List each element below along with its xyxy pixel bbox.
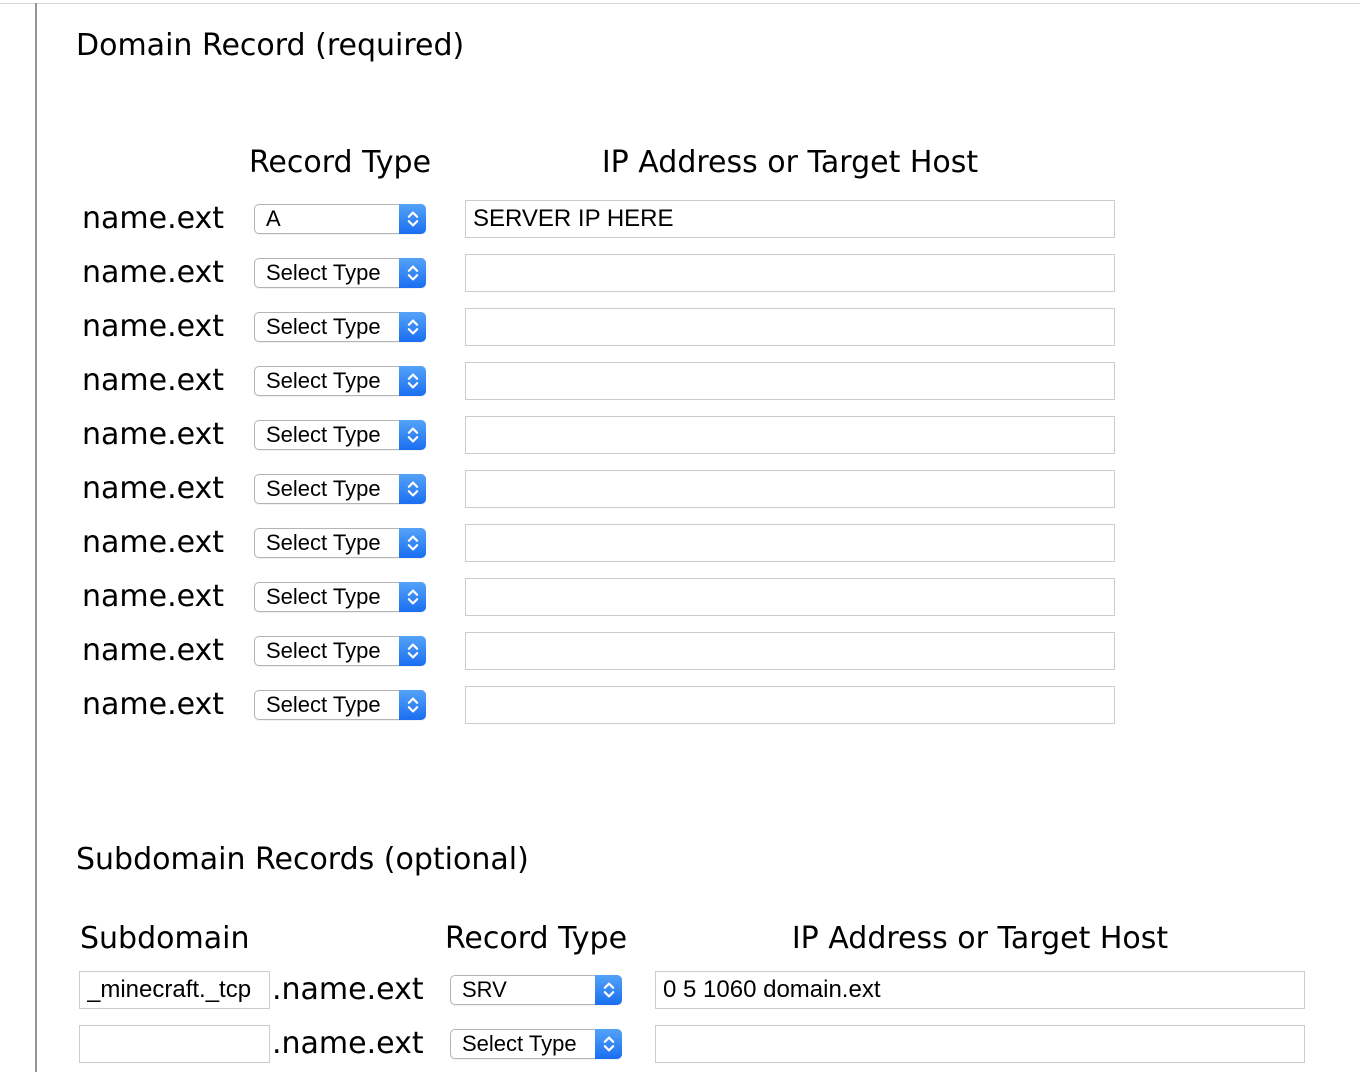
select-stepper-icon xyxy=(399,690,426,720)
subdomain-suffix-label: .name.ext xyxy=(272,972,424,1007)
record-type-select-value: Select Type xyxy=(266,530,381,555)
domain-name-label: name.ext xyxy=(82,525,225,560)
domain-name-label: name.ext xyxy=(82,309,225,344)
record-type-select-value: Select Type xyxy=(266,260,381,285)
column-header-subdomain: Subdomain xyxy=(80,921,250,956)
record-type-select-value: Select Type xyxy=(266,638,381,663)
record-type-select[interactable]: Select Type xyxy=(254,312,426,342)
domain-record-row: name.ext Select Type xyxy=(0,254,1360,292)
record-type-select-value: SRV xyxy=(462,977,507,1002)
ip-target-input[interactable] xyxy=(465,686,1115,724)
record-type-select[interactable]: Select Type xyxy=(254,366,426,396)
record-type-select[interactable]: Select Type xyxy=(450,1029,622,1059)
domain-record-row: name.ext Select Type xyxy=(0,308,1360,346)
ip-target-input[interactable] xyxy=(465,308,1115,346)
domain-record-row: name.ext A xyxy=(0,200,1360,238)
domain-record-row: name.ext Select Type xyxy=(0,470,1360,508)
ip-target-input[interactable] xyxy=(465,524,1115,562)
subdomain-name-input[interactable] xyxy=(79,1025,270,1063)
domain-record-row: name.ext Select Type xyxy=(0,362,1360,400)
record-type-select-value: A xyxy=(266,206,281,231)
domain-record-rows: name.ext A name.ext Select Type xyxy=(0,200,1360,740)
domain-record-row: name.ext Select Type xyxy=(0,578,1360,616)
domain-name-label: name.ext xyxy=(82,255,225,290)
select-stepper-icon xyxy=(399,312,426,342)
select-stepper-icon xyxy=(399,474,426,504)
record-type-select-value: Select Type xyxy=(266,476,381,501)
record-type-select[interactable]: Select Type xyxy=(254,582,426,612)
select-stepper-icon xyxy=(595,975,622,1005)
column-header-record-type: Record Type xyxy=(248,145,432,180)
subdomain-name-input[interactable] xyxy=(79,971,270,1009)
record-type-select[interactable]: Select Type xyxy=(254,636,426,666)
record-type-select[interactable]: Select Type xyxy=(254,258,426,288)
domain-name-label: name.ext xyxy=(82,633,225,668)
ip-target-input[interactable] xyxy=(465,632,1115,670)
subdomain-suffix-label: .name.ext xyxy=(272,1026,424,1061)
domain-name-label: name.ext xyxy=(82,687,225,722)
subdomain-record-row: .name.ext SRV xyxy=(0,971,1360,1009)
ip-target-input[interactable] xyxy=(465,254,1115,292)
record-type-select[interactable]: A xyxy=(254,204,426,234)
select-stepper-icon xyxy=(399,420,426,450)
subdomain-record-rows: .name.ext SRV .name.ext Select xyxy=(0,971,1360,1075)
ip-target-input[interactable] xyxy=(465,470,1115,508)
record-type-select-value: Select Type xyxy=(266,314,381,339)
ip-target-input[interactable] xyxy=(465,578,1115,616)
select-stepper-icon xyxy=(399,528,426,558)
domain-record-row: name.ext Select Type xyxy=(0,686,1360,724)
select-stepper-icon xyxy=(399,636,426,666)
domain-name-label: name.ext xyxy=(82,471,225,506)
select-stepper-icon xyxy=(399,204,426,234)
top-divider xyxy=(0,3,1360,4)
record-type-select[interactable]: Select Type xyxy=(254,420,426,450)
record-type-select-value: Select Type xyxy=(266,692,381,717)
select-stepper-icon xyxy=(399,258,426,288)
record-type-select[interactable]: SRV xyxy=(450,975,622,1005)
subdomain-section-title: Subdomain Records (optional) xyxy=(76,842,529,877)
record-type-select-value: Select Type xyxy=(266,368,381,393)
domain-name-label: name.ext xyxy=(82,579,225,614)
ip-target-input[interactable] xyxy=(465,416,1115,454)
ip-target-input[interactable] xyxy=(655,1025,1305,1063)
ip-target-input[interactable] xyxy=(465,362,1115,400)
domain-record-row: name.ext Select Type xyxy=(0,524,1360,562)
ip-target-input[interactable] xyxy=(465,200,1115,238)
record-type-select[interactable]: Select Type xyxy=(254,528,426,558)
domain-section-title: Domain Record (required) xyxy=(76,28,465,63)
select-stepper-icon xyxy=(399,582,426,612)
column-header-ip-target-sub: IP Address or Target Host xyxy=(791,921,1169,956)
domain-name-label: name.ext xyxy=(82,201,225,236)
select-stepper-icon xyxy=(399,366,426,396)
domain-name-label: name.ext xyxy=(82,417,225,452)
domain-record-row: name.ext Select Type xyxy=(0,416,1360,454)
ip-target-input[interactable] xyxy=(655,971,1305,1009)
domain-record-row: name.ext Select Type xyxy=(0,632,1360,670)
record-type-select-value: Select Type xyxy=(266,584,381,609)
record-type-select-value: Select Type xyxy=(462,1031,577,1056)
record-type-select[interactable]: Select Type xyxy=(254,690,426,720)
select-stepper-icon xyxy=(595,1029,622,1059)
record-type-select[interactable]: Select Type xyxy=(254,474,426,504)
column-header-record-type-sub: Record Type xyxy=(444,921,628,956)
domain-name-label: name.ext xyxy=(82,363,225,398)
subdomain-record-row: .name.ext Select Type xyxy=(0,1025,1360,1063)
record-type-select-value: Select Type xyxy=(266,422,381,447)
column-header-ip-target: IP Address or Target Host xyxy=(601,145,979,180)
left-divider xyxy=(35,3,37,1072)
